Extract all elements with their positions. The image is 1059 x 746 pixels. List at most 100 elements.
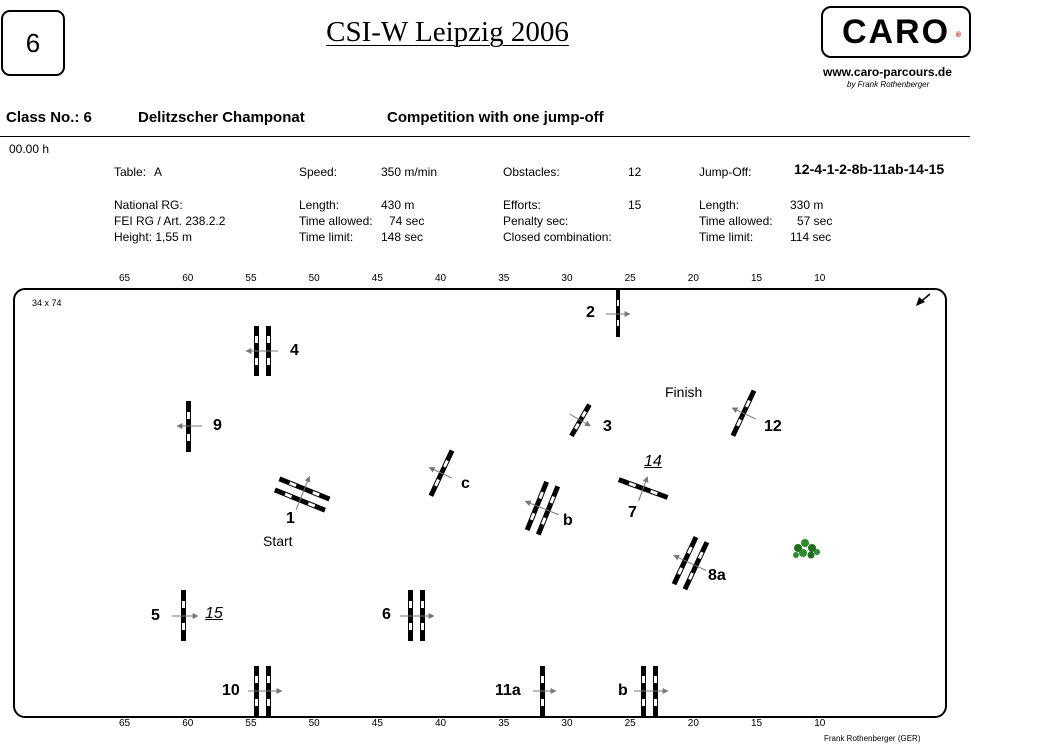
obstacle-1 — [273, 475, 331, 513]
axis-tick-label: 55 — [245, 718, 257, 729]
length-label: Length: — [299, 198, 340, 212]
axis-tick-label: 35 — [498, 273, 510, 284]
axis-tick-label: 65 — [119, 718, 131, 729]
start-time: 00.00 h — [9, 142, 50, 156]
obstacle-10 — [248, 666, 283, 716]
time-allowed-value: 74 sec — [389, 214, 425, 228]
height: Height: 1,55 m — [114, 230, 193, 244]
efforts-value: 15 — [628, 198, 642, 212]
length-value: 430 m — [381, 198, 415, 212]
start-label: Start — [263, 533, 293, 549]
axis-tick-label: 50 — [308, 718, 320, 729]
designer-credit: Frank Rothenberger (GER) — [824, 734, 921, 743]
obstacles-label: Obstacles: — [503, 165, 560, 179]
jumpoff-length-label: Length: — [699, 198, 740, 212]
obstacle-4 — [245, 326, 278, 376]
label-obstacle-4: 4 — [290, 342, 299, 359]
website-text: www.caro-parcours.de — [823, 65, 952, 79]
jumpoff-time-limit-value: 114 sec — [790, 230, 832, 244]
axis-tick-label: 15 — [751, 718, 763, 729]
jumpoff-time-allowed-value: 57 sec — [797, 214, 833, 228]
header-divider — [0, 136, 970, 137]
label-obstacle-c: c — [461, 475, 470, 492]
jumpoff-time-limit-label: Time limit: — [699, 230, 754, 244]
plant-decoration-icon — [793, 539, 820, 559]
axis-tick-label: 55 — [245, 273, 257, 284]
label-obstacle-b-middle: b — [563, 512, 573, 529]
table-label: Table: — [114, 165, 147, 179]
label-obstacle-7: 7 — [628, 504, 637, 521]
label-obstacle-1: 1 — [286, 510, 295, 527]
label-obstacle-3: 3 — [603, 418, 612, 435]
time-allowed-label: Time allowed: — [299, 214, 373, 228]
axis-tick-label: 25 — [624, 273, 636, 284]
label-obstacle-11b: b — [618, 682, 628, 699]
jumpoff-sequence: 12-4-1-2-8b-11ab-14-15 — [794, 161, 945, 177]
axis-tick-label: 30 — [561, 273, 573, 284]
axis-tick-label: 65 — [119, 273, 131, 284]
entrance-arrow-icon — [916, 293, 931, 306]
label-obstacle-5: 5 — [151, 607, 160, 624]
label-obstacle-2: 2 — [586, 304, 595, 321]
jumpoff-time-allowed-label: Time allowed: — [699, 214, 773, 228]
finish-label: Finish — [665, 384, 703, 400]
obstacle-6 — [400, 590, 435, 641]
obstacle-9 — [176, 401, 202, 452]
axis-tick-label: 45 — [371, 718, 383, 729]
axis-tick-label: 20 — [687, 718, 699, 729]
axis-tick-label: 40 — [435, 273, 447, 284]
arena-boundary — [13, 288, 947, 718]
class-number-box: 6 — [1, 10, 65, 76]
axis-tick-label: 40 — [435, 718, 447, 729]
label-obstacle-6: 6 — [382, 606, 391, 623]
class-number: Class No.: 6 — [6, 109, 92, 126]
label-jumpoff-14: 14 — [644, 453, 662, 470]
jumpoff-label: Jump-Off: — [699, 165, 752, 179]
fei-rg: FEI RG / Art. 238.2.2 — [114, 214, 226, 228]
penalty-label: Penalty sec: — [503, 214, 569, 228]
axis-tick-label: 35 — [498, 718, 510, 729]
caro-logo: CARO® — [821, 6, 971, 58]
table-value: A — [154, 165, 163, 179]
label-obstacle-8a: 8a — [708, 567, 726, 584]
arena-size: 34 x 74 — [32, 298, 62, 308]
obstacle-11a — [533, 666, 557, 716]
class-name: Delitzscher Champonat — [138, 109, 305, 126]
closed-combination-label: Closed combination: — [503, 230, 612, 244]
obstacle-2 — [606, 289, 631, 337]
obstacle-7 — [617, 476, 669, 502]
axis-tick-label: 10 — [814, 273, 826, 284]
obstacle-b-middle — [524, 480, 561, 536]
obstacle-11b — [634, 666, 669, 716]
axis-tick-label: 50 — [308, 273, 320, 284]
axis-tick-label: 60 — [182, 718, 194, 729]
label-obstacle-10: 10 — [222, 682, 240, 699]
axis-tick-label: 20 — [687, 273, 699, 284]
jumpoff-length-value: 330 m — [790, 198, 824, 212]
axis-tick-label: 45 — [371, 273, 383, 284]
label-obstacle-12: 12 — [764, 418, 782, 435]
author-line: by Frank Rothenberger — [847, 80, 930, 89]
obstacle-8a — [671, 536, 710, 591]
axis-tick-label: 30 — [561, 718, 573, 729]
axis-tick-label: 15 — [751, 273, 763, 284]
speed-value: 350 m/min — [381, 165, 438, 179]
obstacle-c — [428, 449, 455, 497]
obstacle-3 — [569, 403, 592, 438]
obstacle-5 — [172, 590, 199, 641]
time-limit-label: Time limit: — [299, 230, 354, 244]
speed-label: Speed: — [299, 165, 338, 179]
label-obstacle-11a: 11a — [495, 682, 521, 699]
efforts-label: Efforts: — [503, 198, 541, 212]
obstacle-12 — [730, 389, 757, 437]
page-title: CSI-W Leipzig 2006 — [326, 16, 569, 48]
obstacles-value: 12 — [628, 165, 642, 179]
axis-tick-label: 10 — [814, 718, 826, 729]
competition-type: Competition with one jump-off — [387, 109, 604, 126]
national-rg: National RG: — [114, 198, 183, 212]
axis-tick-label: 60 — [182, 273, 194, 284]
label-jumpoff-15: 15 — [205, 605, 223, 622]
label-obstacle-9: 9 — [213, 417, 222, 434]
axis-tick-label: 25 — [624, 718, 636, 729]
